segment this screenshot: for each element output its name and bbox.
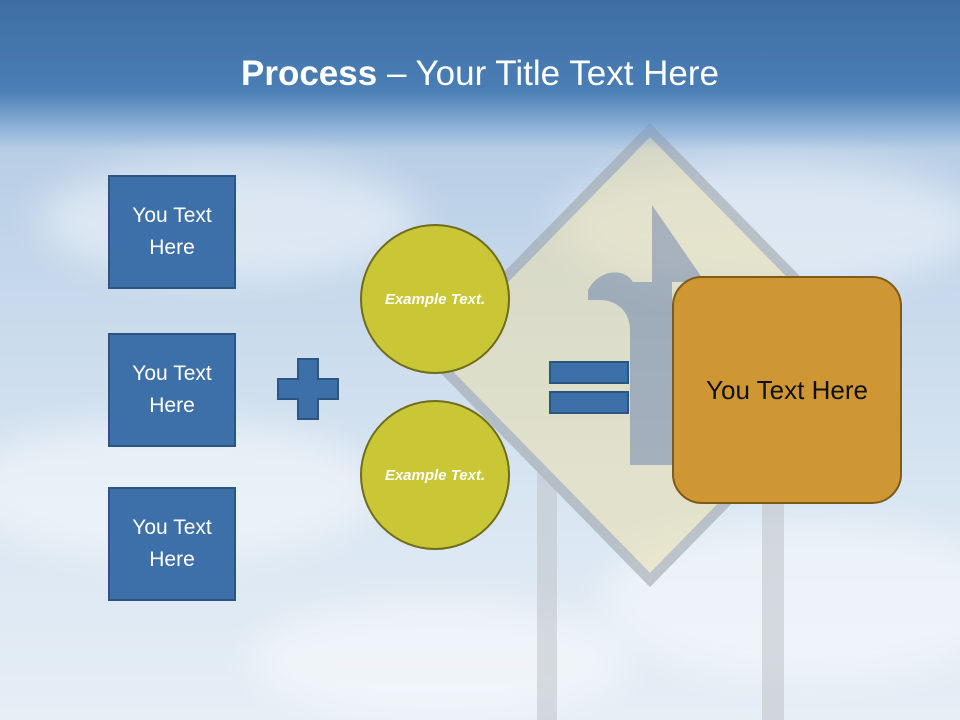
- plus-icon: [277, 358, 339, 420]
- example-circle-2[interactable]: Example Text.: [360, 400, 510, 550]
- text-box-2[interactable]: You Text Here: [108, 333, 236, 447]
- sign-post-right: [762, 440, 784, 720]
- sign-post-left: [537, 440, 557, 720]
- slide-title: Process – Your Title Text Here: [0, 52, 960, 96]
- text-box-3[interactable]: You Text Here: [108, 487, 236, 601]
- equals-icon: [549, 361, 629, 414]
- title-rest: – Your Title Text Here: [377, 54, 719, 93]
- example-circle-1[interactable]: Example Text.: [360, 224, 510, 374]
- merge-arrow-icon: [588, 205, 705, 465]
- result-box[interactable]: You Text Here: [672, 276, 902, 504]
- title-bar: [0, 0, 960, 150]
- cloud: [250, 600, 630, 720]
- text-box-1[interactable]: You Text Here: [108, 175, 236, 289]
- title-bold: Process: [241, 54, 378, 93]
